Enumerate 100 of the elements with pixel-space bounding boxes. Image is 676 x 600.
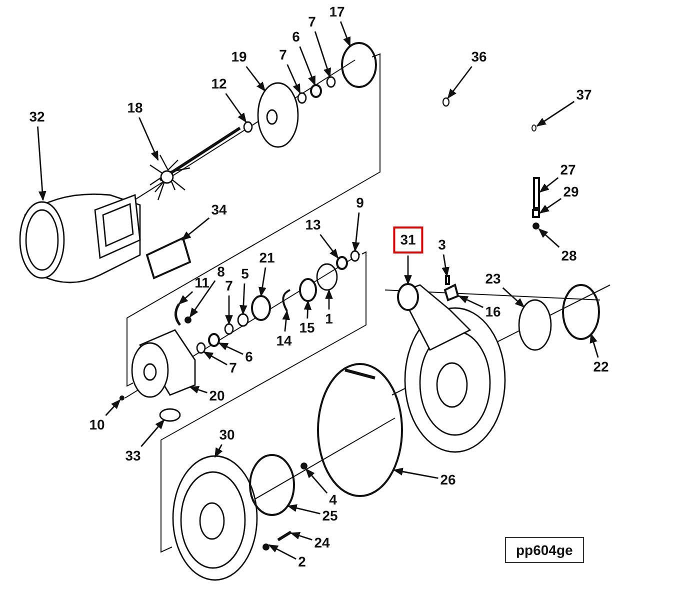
- callout-number: 26: [440, 472, 456, 488]
- callout-number: 22: [593, 360, 609, 374]
- leader-arrow: [290, 532, 312, 540]
- highlighted-callout-number: 31: [393, 226, 423, 254]
- leader-arrow: [502, 287, 525, 308]
- leader-arrow: [299, 46, 316, 86]
- leader-arrow: [393, 468, 438, 479]
- callout-number: 18: [127, 100, 143, 116]
- callout-number: 33: [125, 448, 141, 464]
- leader-arrow: [325, 289, 333, 310]
- snap-ring-drawing: [282, 289, 290, 312]
- bolt-drawing: [184, 316, 192, 324]
- callout-number: 29: [563, 184, 579, 200]
- callout-number: 2: [298, 554, 306, 570]
- callout-number: 12: [211, 76, 227, 92]
- leader-arrow: [105, 399, 121, 416]
- leader-arrow: [258, 267, 266, 297]
- leader-arrow: [404, 256, 412, 285]
- pin-drawing: [445, 275, 450, 285]
- callout-number: 20: [209, 388, 225, 404]
- callout-number: 17: [329, 4, 345, 20]
- callout-number: 37: [576, 88, 592, 102]
- callout-number: 11: [194, 276, 210, 290]
- leader-arrow: [138, 117, 159, 161]
- callout-number: 27: [560, 162, 576, 178]
- callout-number: 7: [279, 48, 287, 62]
- o-ring-drawing: [316, 263, 338, 291]
- snap-ring-drawing: [562, 284, 600, 340]
- leader-arrow: [590, 333, 599, 358]
- ring-drawing: [442, 97, 450, 107]
- callout-number: 8: [217, 264, 225, 280]
- bolt-drawing: [533, 177, 540, 209]
- leader-arrow: [240, 283, 248, 315]
- leader-arrow: [37, 126, 46, 201]
- nut-drawing: [262, 544, 270, 550]
- callout-number: 10: [89, 418, 105, 432]
- o-ring-drawing: [249, 454, 295, 516]
- callout-number: 24: [314, 536, 330, 550]
- ring-drawing: [297, 92, 307, 104]
- plate-drawing: [444, 284, 460, 302]
- ring-drawing: [243, 121, 253, 133]
- drawing-id-tag: pp604ge: [505, 537, 584, 563]
- leader-arrow: [442, 254, 450, 277]
- leader-arrow: [447, 66, 472, 99]
- compressor-housing-drawing: [397, 283, 506, 453]
- o-ring-drawing: [341, 42, 377, 88]
- leader-arrow: [203, 351, 228, 366]
- callout-number: 23: [485, 272, 501, 286]
- leader-arrow: [536, 100, 575, 127]
- leader-arrow: [458, 295, 484, 308]
- callout-number: 16: [485, 304, 501, 320]
- thrust-collar-drawing: [336, 256, 348, 270]
- callout-number: 7: [308, 14, 316, 30]
- leader-arrow: [225, 93, 247, 123]
- callout-number: 19: [231, 50, 247, 64]
- leader-arrow: [214, 444, 223, 458]
- back-plate-drawing: [172, 455, 258, 581]
- callout-number: 32: [29, 110, 45, 124]
- callout-number: 5: [241, 266, 249, 282]
- leader-arrow: [189, 386, 208, 394]
- insert-drawing: [299, 278, 317, 302]
- ring-drawing: [326, 76, 336, 88]
- pin-drawing: [120, 396, 124, 400]
- ring-drawing: [196, 342, 206, 354]
- turbine-back-plate-drawing: [257, 82, 299, 148]
- callout-number: 7: [229, 360, 237, 376]
- callout-number: 28: [561, 248, 577, 264]
- callout-number: 34: [211, 202, 227, 218]
- leader-arrow: [181, 217, 210, 241]
- leader-arrow: [539, 177, 559, 193]
- clip-drawing: [174, 303, 181, 326]
- nut-drawing: [208, 333, 220, 347]
- leader-arrow: [304, 300, 312, 319]
- leader-arrow: [305, 468, 328, 494]
- leader-arrow: [340, 21, 351, 47]
- callout-number: 7: [225, 278, 233, 294]
- callout-number: 6: [292, 30, 300, 44]
- callout-number: 25: [322, 508, 338, 524]
- thrust-bearing-drawing: [251, 295, 271, 321]
- callout-number: 3: [438, 238, 446, 252]
- screw-drawing: [277, 530, 292, 542]
- callout-number: 9: [356, 196, 364, 210]
- ring-drawing: [532, 124, 536, 132]
- ring-drawing: [224, 323, 234, 335]
- callout-number: 30: [219, 428, 235, 442]
- washer-drawing: [532, 209, 540, 218]
- callout-number: 36: [471, 50, 487, 64]
- callout-number: 21: [259, 250, 275, 266]
- callout-number: 14: [276, 334, 292, 348]
- gasket-drawing: [159, 408, 181, 422]
- washer-drawing: [237, 313, 249, 327]
- ball-drawing: [300, 462, 308, 470]
- leader-arrow: [352, 212, 360, 252]
- leader-arrow: [218, 342, 244, 355]
- leader-arrow: [282, 310, 290, 332]
- leader-arrow: [287, 504, 320, 514]
- leader-arrow: [189, 280, 216, 318]
- leader-arrow: [539, 198, 562, 214]
- callout-number: 1: [325, 312, 333, 326]
- ring-drawing: [350, 250, 360, 262]
